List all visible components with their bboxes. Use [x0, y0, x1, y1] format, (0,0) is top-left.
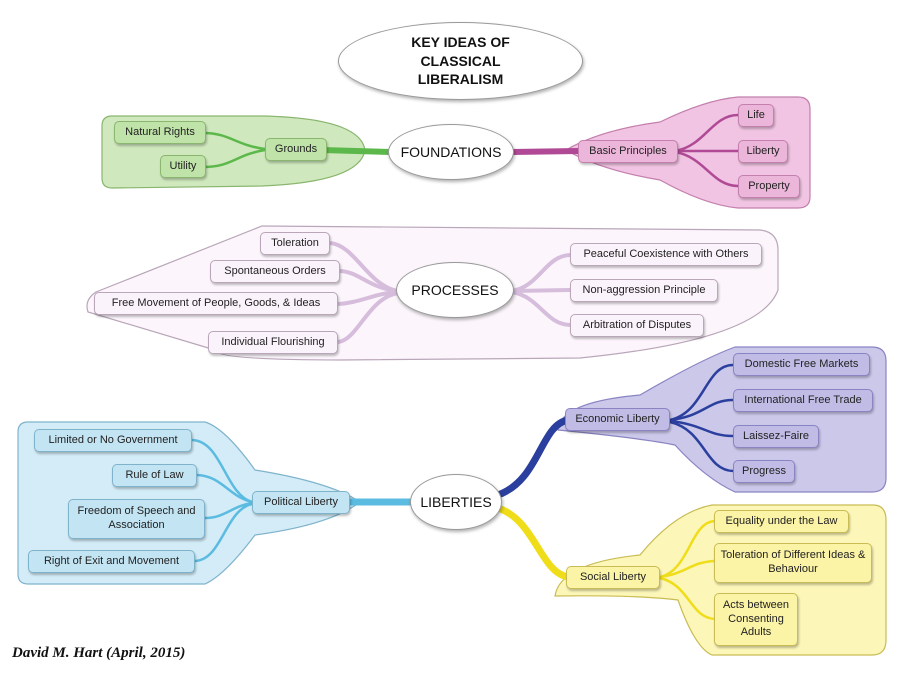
- link-economic-laissez: [669, 419, 734, 438]
- right-of-exit-node[interactable]: Right of Exit and Movement: [28, 550, 195, 573]
- economic-region: [557, 346, 887, 493]
- link-economic-domestic: [669, 363, 734, 422]
- link-liberties-economic: [496, 416, 570, 499]
- social-liberty-node[interactable]: Social Liberty: [566, 566, 660, 589]
- equality-under-law-node[interactable]: Equality under the Law: [714, 510, 849, 533]
- progress-node[interactable]: Progress: [733, 460, 795, 483]
- link-political-exit: [194, 502, 253, 563]
- political-liberty-node[interactable]: Political Liberty: [252, 491, 350, 514]
- acts-consenting-node[interactable]: Acts between Consenting Adults: [714, 593, 798, 646]
- link-liberties-social: [496, 504, 570, 581]
- life-node[interactable]: Life: [738, 104, 774, 127]
- link-processes-peaceful: [511, 253, 571, 293]
- link-processes-spontaneous: [339, 269, 399, 293]
- property-node[interactable]: Property: [738, 175, 800, 198]
- link-foundations-grounds: [321, 147, 391, 155]
- link-processes-arbitration: [511, 290, 571, 327]
- spontaneous-orders-node[interactable]: Spontaneous Orders: [210, 260, 340, 283]
- rule-of-law-node[interactable]: Rule of Law: [112, 464, 197, 487]
- domestic-free-markets-node[interactable]: Domestic Free Markets: [733, 353, 870, 376]
- laissez-faire-node[interactable]: Laissez-Faire: [733, 425, 819, 448]
- link-principles-property: [674, 150, 739, 188]
- link-processes-nonaggression: [511, 288, 571, 293]
- author-credit: David M. Hart (April, 2015): [12, 645, 186, 661]
- basic-principles-node[interactable]: Basic Principles: [578, 140, 678, 163]
- non-aggression-node[interactable]: Non-aggression Principle: [570, 279, 718, 302]
- economic-liberty-node[interactable]: Economic Liberty: [565, 408, 670, 431]
- link-political-speech: [204, 501, 253, 520]
- international-free-trade-node[interactable]: International Free Trade: [733, 389, 873, 412]
- liberty-node[interactable]: Liberty: [738, 140, 788, 163]
- link-principles-life: [674, 113, 739, 153]
- diagram-title: KEY IDEAS OF CLASSICAL LIBERALISM: [338, 22, 583, 100]
- arbitration-node[interactable]: Arbitration of Disputes: [570, 314, 704, 337]
- link-foundations-principles: [511, 148, 579, 155]
- toleration-node[interactable]: Toleration: [260, 232, 330, 255]
- utility-node[interactable]: Utility: [160, 155, 206, 178]
- link-political-rule: [196, 473, 253, 504]
- link-economic-international: [669, 398, 734, 422]
- toleration-ideas-node[interactable]: Toleration of Different Ideas & Behaviou…: [714, 543, 872, 583]
- link-social-toleration: [659, 559, 716, 579]
- liberties-node[interactable]: LIBERTIES: [410, 474, 502, 530]
- individual-flourishing-node[interactable]: Individual Flourishing: [208, 331, 338, 354]
- natural-rights-node[interactable]: Natural Rights: [114, 121, 206, 144]
- grounds-node[interactable]: Grounds: [265, 138, 327, 161]
- link-grounds-natural: [202, 131, 266, 151]
- processes-node[interactable]: PROCESSES: [396, 262, 514, 318]
- link-political-limited: [191, 438, 253, 504]
- foundations-node[interactable]: FOUNDATIONS: [388, 124, 514, 180]
- freedom-speech-node[interactable]: Freedom of Speech and Association: [68, 499, 205, 539]
- limited-government-node[interactable]: Limited or No Government: [34, 429, 192, 452]
- peaceful-coexistence-node[interactable]: Peaceful Coexistence with Others: [570, 243, 762, 266]
- free-movement-node[interactable]: Free Movement of People, Goods, & Ideas: [94, 292, 338, 315]
- link-processes-flourishing: [337, 291, 399, 344]
- link-economic-progress: [669, 420, 734, 473]
- link-social-acts: [659, 576, 716, 621]
- link-social-equality: [659, 519, 716, 579]
- link-grounds-utility: [202, 148, 266, 169]
